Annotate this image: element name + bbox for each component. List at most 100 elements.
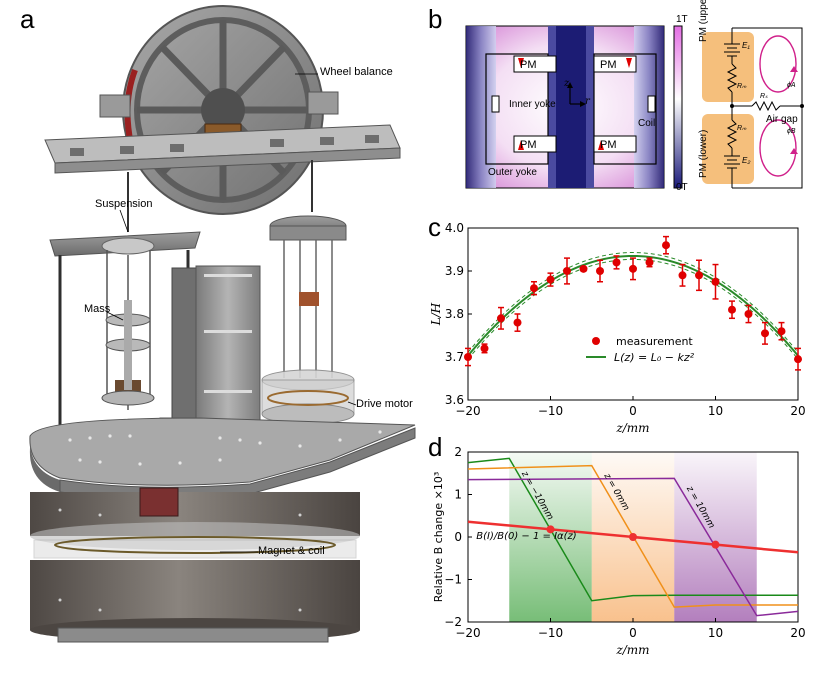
pm-upper-label: PM (upper) xyxy=(698,0,709,42)
measurement-point xyxy=(728,305,736,314)
x-tick-label: −10 xyxy=(538,404,563,418)
measurement-point xyxy=(480,344,489,353)
panel-letter-c: c xyxy=(428,212,441,242)
measurement-point xyxy=(777,327,786,336)
chart-c-legend: measurement L(z) = L₀ − kz² xyxy=(586,335,695,364)
measurement-point xyxy=(761,329,769,338)
apparatus-illustration xyxy=(29,5,416,643)
y-tick-label: 3.7 xyxy=(445,350,464,364)
legend-fit: L(z) = L₀ − kz² xyxy=(614,351,695,364)
chart-d-annotation: B(I)/B(0) − 1 = Iα(z) xyxy=(476,531,576,542)
label-magnet-coil: Magnet & coil xyxy=(258,545,325,557)
y-tick-label: 0 xyxy=(454,530,462,544)
series-line xyxy=(467,464,798,608)
x-tick-label: −10 xyxy=(538,626,563,640)
measurement-point xyxy=(695,271,703,280)
measurement-point xyxy=(711,277,720,286)
e2-label: E₂ xyxy=(742,156,751,165)
measurement-point xyxy=(563,267,571,275)
chart-c-xlabel: z/mm xyxy=(615,421,649,435)
axis-r-label: r xyxy=(585,96,590,107)
rm-upper-label: Rₘ xyxy=(737,83,747,90)
slope-marker xyxy=(546,525,555,534)
central-tower xyxy=(159,265,261,449)
drive-motor-assembly xyxy=(261,215,355,425)
measurement-point xyxy=(744,310,753,318)
panel-letter-b: b xyxy=(428,4,443,34)
suspension-rods xyxy=(127,160,313,232)
measurement-point xyxy=(645,258,654,267)
measurement-point xyxy=(612,258,621,267)
pm-label-1: PM xyxy=(520,59,537,71)
chart-d-xlabel: z/mm xyxy=(615,643,649,657)
x-tick-label: 10 xyxy=(708,404,723,418)
colorbar xyxy=(673,25,683,189)
label-drive-motor: Drive motor xyxy=(356,398,413,410)
y-tick-label: −1 xyxy=(444,573,462,587)
y-tick-label: 4.0 xyxy=(445,221,464,235)
y-tick-label: 3.8 xyxy=(445,307,464,321)
coil-label: Coil xyxy=(638,118,656,129)
magnetic-circuit xyxy=(702,27,803,189)
outer-yoke-label: Outer yoke xyxy=(488,167,537,178)
legend-measurement: measurement xyxy=(616,335,693,348)
air-gap-label: Air gap xyxy=(766,114,798,125)
measurement-point xyxy=(662,241,670,250)
pm-label-4: PM xyxy=(600,139,617,151)
measurement-point xyxy=(464,353,472,361)
fit-band-upper xyxy=(467,252,799,353)
chart-c-ticks xyxy=(467,227,799,401)
measurement-point xyxy=(530,284,538,293)
panel-letter-d: d xyxy=(428,432,443,462)
colorbar-top-label: 1T xyxy=(676,14,688,25)
wheel-balance-disc xyxy=(122,5,324,215)
inner-yoke-label: Inner yoke xyxy=(509,99,556,110)
chart-d-ylabel: Relative B change ×10³ xyxy=(432,472,445,603)
x-tick-label: 0 xyxy=(629,626,637,640)
measurement-point xyxy=(794,355,802,364)
pm-lower-label: PM (lower) xyxy=(698,129,709,178)
base-table xyxy=(29,417,416,499)
shaded-band xyxy=(674,452,757,622)
phi-a-label: ϕA xyxy=(787,82,796,89)
chart-d-markers xyxy=(546,525,720,549)
slope-marker xyxy=(629,533,637,541)
rs-label: Rₛ xyxy=(760,93,768,100)
y-tick-label: 2 xyxy=(454,446,462,459)
suspension-platform xyxy=(49,231,201,452)
y-tick-label: −2 xyxy=(444,615,462,629)
pm-label-2: PM xyxy=(600,59,617,71)
rm-lower-label: Rₘ xyxy=(737,125,747,132)
x-tick-label: 10 xyxy=(708,626,723,640)
panel-letter-a: a xyxy=(20,4,35,34)
measurement-point xyxy=(629,264,637,273)
label-mass: Mass xyxy=(84,303,111,315)
chart-c-points xyxy=(464,235,802,371)
axis-z-label: z xyxy=(564,78,570,89)
x-tick-label: 20 xyxy=(790,404,805,418)
y-tick-label: 3.6 xyxy=(445,393,464,407)
measurement-point xyxy=(579,264,588,273)
measurement-point xyxy=(513,318,522,327)
pm-label-3: PM xyxy=(520,139,537,151)
x-tick-label: 20 xyxy=(790,626,805,640)
shaded-band xyxy=(509,452,592,622)
x-tick-label: 0 xyxy=(629,404,637,418)
y-tick-label: 3.9 xyxy=(445,264,464,278)
measurement-point xyxy=(546,275,555,284)
x-tick-label: −20 xyxy=(455,404,480,418)
colorbar-bottom-label: 0T xyxy=(676,182,688,193)
e1-label: E₁ xyxy=(742,41,750,50)
chart-c-tick-labels: −20 −10 0 10 20 3.6 3.7 3.8 3.9 4.0 xyxy=(445,221,806,418)
measurement-point xyxy=(678,271,687,280)
series-line xyxy=(467,457,798,602)
chart-d-bands xyxy=(509,452,757,622)
y-tick-label: 1 xyxy=(454,488,462,502)
field-map-diagram xyxy=(465,25,804,189)
magnet-and-coil xyxy=(30,487,360,643)
fit-line xyxy=(467,254,799,357)
yoke-field-map xyxy=(465,25,665,189)
